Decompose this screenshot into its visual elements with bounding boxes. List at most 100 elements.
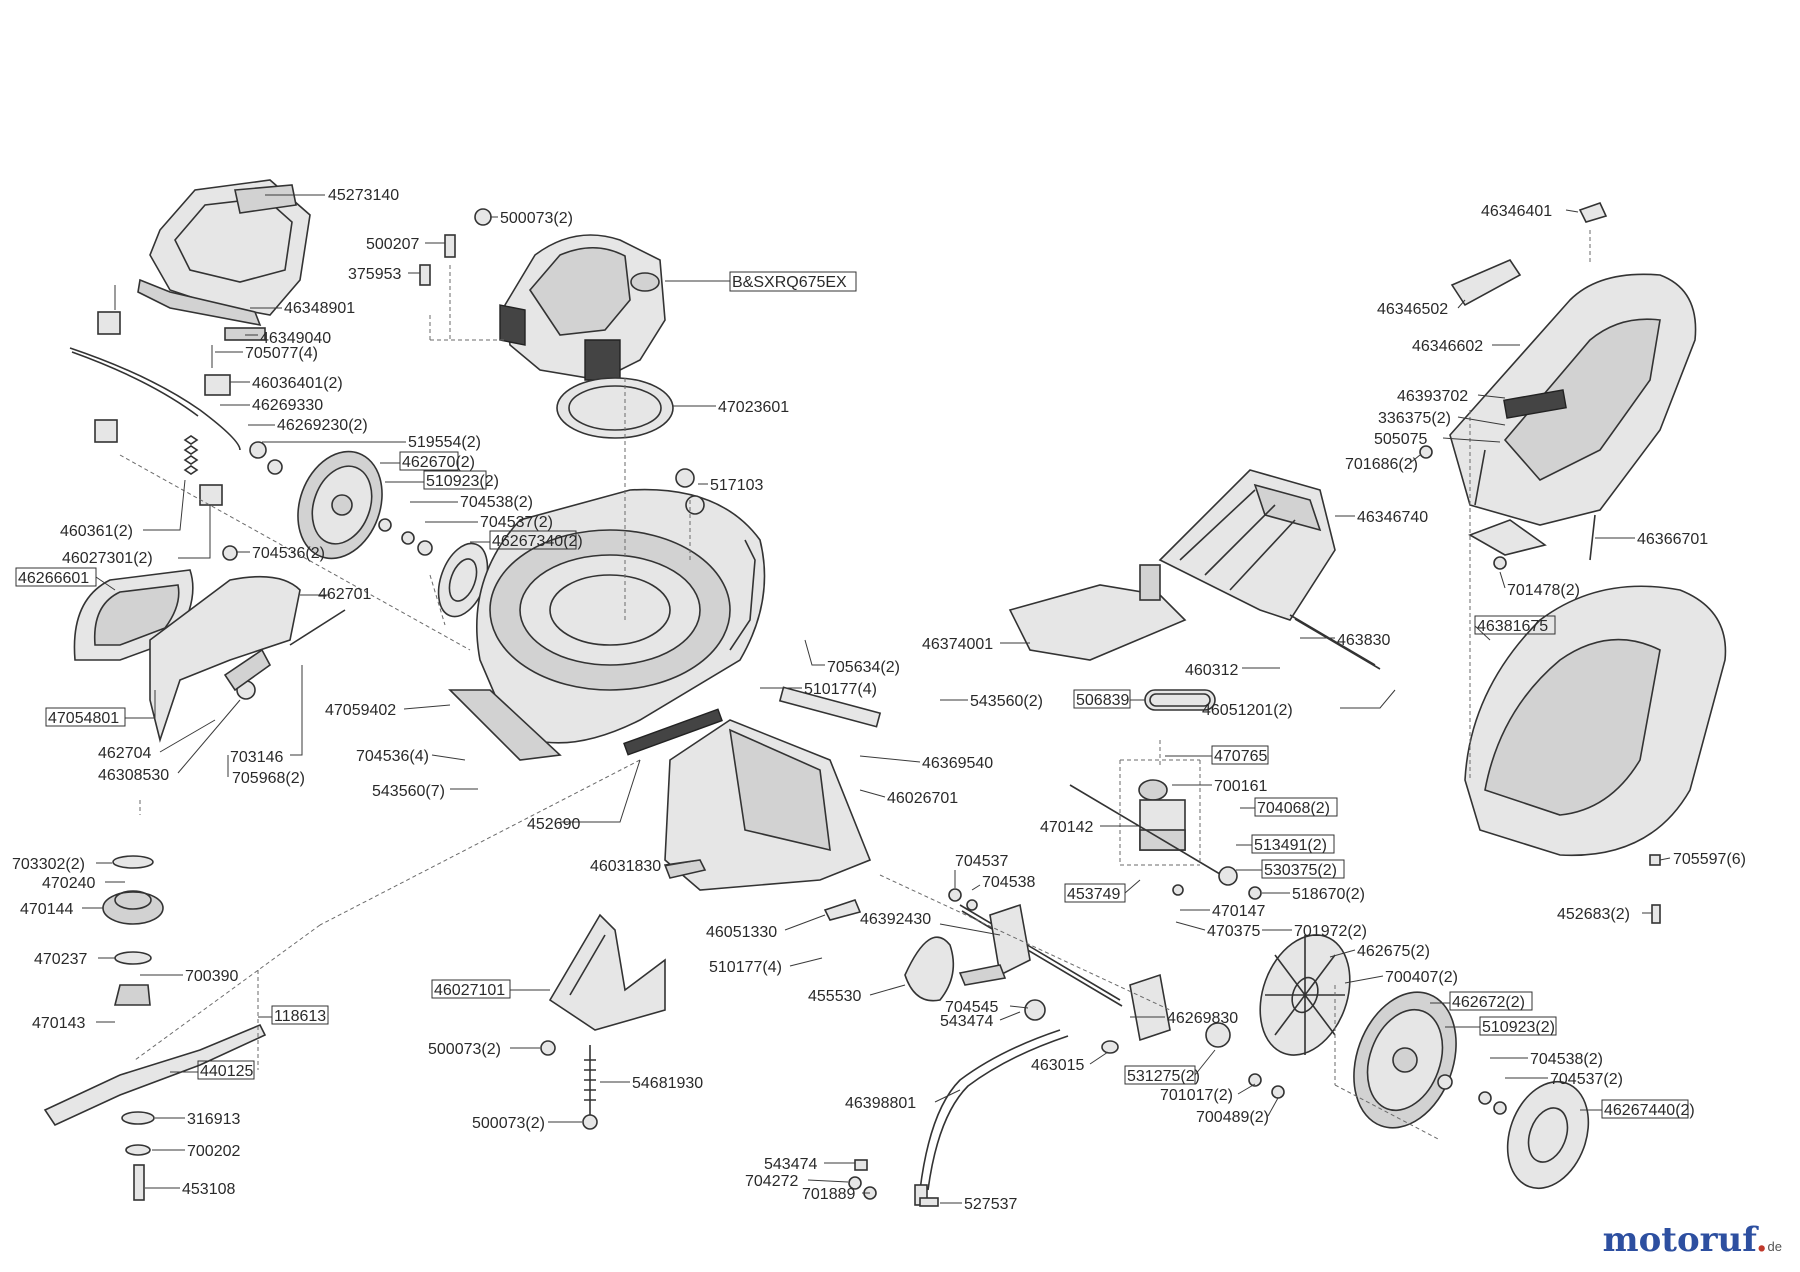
label-washer-704538-rr: 704538(2)	[1530, 1051, 1603, 1068]
mulch-plug-drawing	[73, 545, 346, 743]
label-bearing-front-l: 510923(2)	[426, 473, 499, 490]
box-mulch-plug	[15, 567, 97, 587]
label-bracket: 46369540	[922, 755, 993, 772]
box-engine	[729, 271, 857, 292]
box-flap	[45, 707, 126, 727]
label-spring-470375: 470375	[1207, 923, 1260, 940]
label-buffer: 517103	[710, 477, 763, 494]
grass-bag-drawing	[1419, 202, 1727, 924]
label-cover-top: 45273140	[328, 187, 399, 204]
box-bag	[1474, 615, 1556, 635]
label-washer-703302: 703302(2)	[12, 856, 85, 873]
label-washer-701972: 701972(2)	[1294, 923, 1367, 940]
rear-axle-drawing	[904, 888, 1285, 1099]
label-nut-704537-r: 704537	[955, 853, 1008, 870]
label-bag: 46381675	[1477, 618, 1548, 635]
box-ring-704068	[1254, 797, 1338, 817]
label-pin-513491: 513491(2)	[1254, 837, 1327, 854]
box-wheel-rear	[1449, 991, 1533, 1011]
connector-lines	[119, 378, 1171, 1011]
label-screw-510177-a: 510177(4)	[804, 681, 877, 698]
label-screw-705597: 705597(6)	[1673, 851, 1746, 868]
label-hubcap-front-l: 46267340(2)	[492, 533, 583, 550]
label-key-700161: 700161	[1214, 778, 1267, 795]
box-bush-531275	[1124, 1065, 1196, 1085]
label-blade: 440125	[200, 1063, 253, 1080]
box-hubcap-front-l	[489, 530, 577, 550]
label-bracket-rear: 46269830	[1167, 1010, 1238, 1027]
label-screw-452683: 452683(2)	[1557, 906, 1630, 923]
box-blade	[197, 1060, 255, 1080]
label-washer-701889: 701889	[802, 1186, 855, 1203]
label-bag-top: 46346602	[1412, 338, 1483, 355]
label-nut-500073-b: 500073(2)	[472, 1115, 545, 1132]
label-plate-46051330: 46051330	[706, 924, 777, 941]
label-clamp: 46031830	[590, 858, 661, 875]
label-screw-510177-b: 510177(4)	[709, 959, 782, 976]
gearbox-drawing	[1069, 689, 1262, 900]
blade-drawing	[43, 855, 321, 1201]
label-screw-336375: 336375(2)	[1378, 410, 1451, 427]
box-bearing-rear	[1479, 1016, 1557, 1036]
label-screw-375953: 375953	[348, 266, 401, 283]
label-screw-527537: 527537	[964, 1196, 1017, 1213]
label-bag-label: 46346401	[1481, 203, 1552, 220]
brand-name: motoruf	[1602, 1220, 1756, 1260]
label-lever-453749: 453749	[1067, 886, 1120, 903]
label-nut-701686: 701686(2)	[1345, 456, 1418, 473]
label-washer-470237: 470237	[34, 951, 87, 968]
label-wheel-rear: 462672(2)	[1452, 994, 1525, 1011]
label-screw-505075: 505075	[1374, 431, 1427, 448]
label-screw-705968: 705968(2)	[232, 770, 305, 787]
label-nut-500073-a: 500073(2)	[428, 1041, 501, 1058]
label-pin-470240: 470240	[42, 875, 95, 892]
label-mulch-insert: 46374001	[922, 636, 993, 653]
label-spring-462704: 462704	[98, 745, 151, 762]
label-deck: 47059402	[325, 702, 396, 719]
label-nut-704537-rr: 704537(2)	[1550, 1071, 1623, 1088]
label-bolt-546819: 54681930	[632, 1075, 703, 1092]
label-chute: 46027101	[434, 982, 505, 999]
label-screw-500207: 500207	[366, 236, 419, 253]
label-bolt-453108: 453108	[182, 1181, 235, 1198]
handle-drawing	[848, 1029, 1069, 1207]
label-bearing-518670: 518670(2)	[1292, 886, 1365, 903]
label-gasket: 47023601	[718, 399, 789, 416]
label-washer-704538-r: 704538	[982, 874, 1035, 891]
label-clip-543474-b: 543474	[764, 1156, 817, 1173]
label-grass-bag-cover: 46346740	[1357, 509, 1428, 526]
label-bag-plate: 46393702	[1397, 388, 1468, 405]
label-screw-543560-r: 543560(2)	[970, 693, 1043, 710]
label-gearbox: 470142	[1040, 819, 1093, 836]
label-washer-704538-l: 704538(2)	[460, 494, 533, 511]
label-screw-704545: 704545	[945, 999, 998, 1016]
label-clip-460273: 46027301(2)	[62, 550, 153, 567]
label-washer-700407: 700407(2)	[1385, 969, 1458, 986]
label-bush-530375: 530375(2)	[1264, 862, 1337, 879]
label-cable-holder: 455530	[808, 988, 861, 1005]
box-hubcap-rear	[1601, 1099, 1689, 1119]
label-hinge: 46308530	[98, 767, 169, 784]
label-spring-460361: 460361(2)	[60, 523, 133, 540]
top-cover-drawing	[137, 179, 311, 341]
label-pin-463015: 463015	[1031, 1057, 1084, 1074]
deck-drawing	[448, 468, 766, 761]
label-hubcap-rear: 46267440(2)	[1604, 1102, 1695, 1119]
box-chute	[431, 979, 511, 999]
label-clip-460512: 46051201(2)	[1202, 702, 1293, 719]
label-nut-701478: 701478(2)	[1507, 582, 1580, 599]
label-rear-deck: 46026701	[887, 790, 958, 807]
box-bearing-front-l	[423, 470, 487, 490]
label-washer-704272: 704272	[745, 1173, 798, 1190]
engine-drawing	[419, 208, 666, 381]
label-lever: 46269330	[252, 397, 323, 414]
label-gear-701017: 701017(2)	[1160, 1087, 1233, 1104]
label-wheel-front-l: 462670(2)	[402, 454, 475, 471]
brand-logo: motoruf.de	[1603, 1220, 1782, 1260]
label-cover: 46348901	[284, 300, 355, 317]
label-rod-463830: 463830	[1337, 632, 1390, 649]
label-cover-clip: 46349040	[260, 330, 331, 347]
label-bearing-rear: 510923(2)	[1482, 1019, 1555, 1036]
